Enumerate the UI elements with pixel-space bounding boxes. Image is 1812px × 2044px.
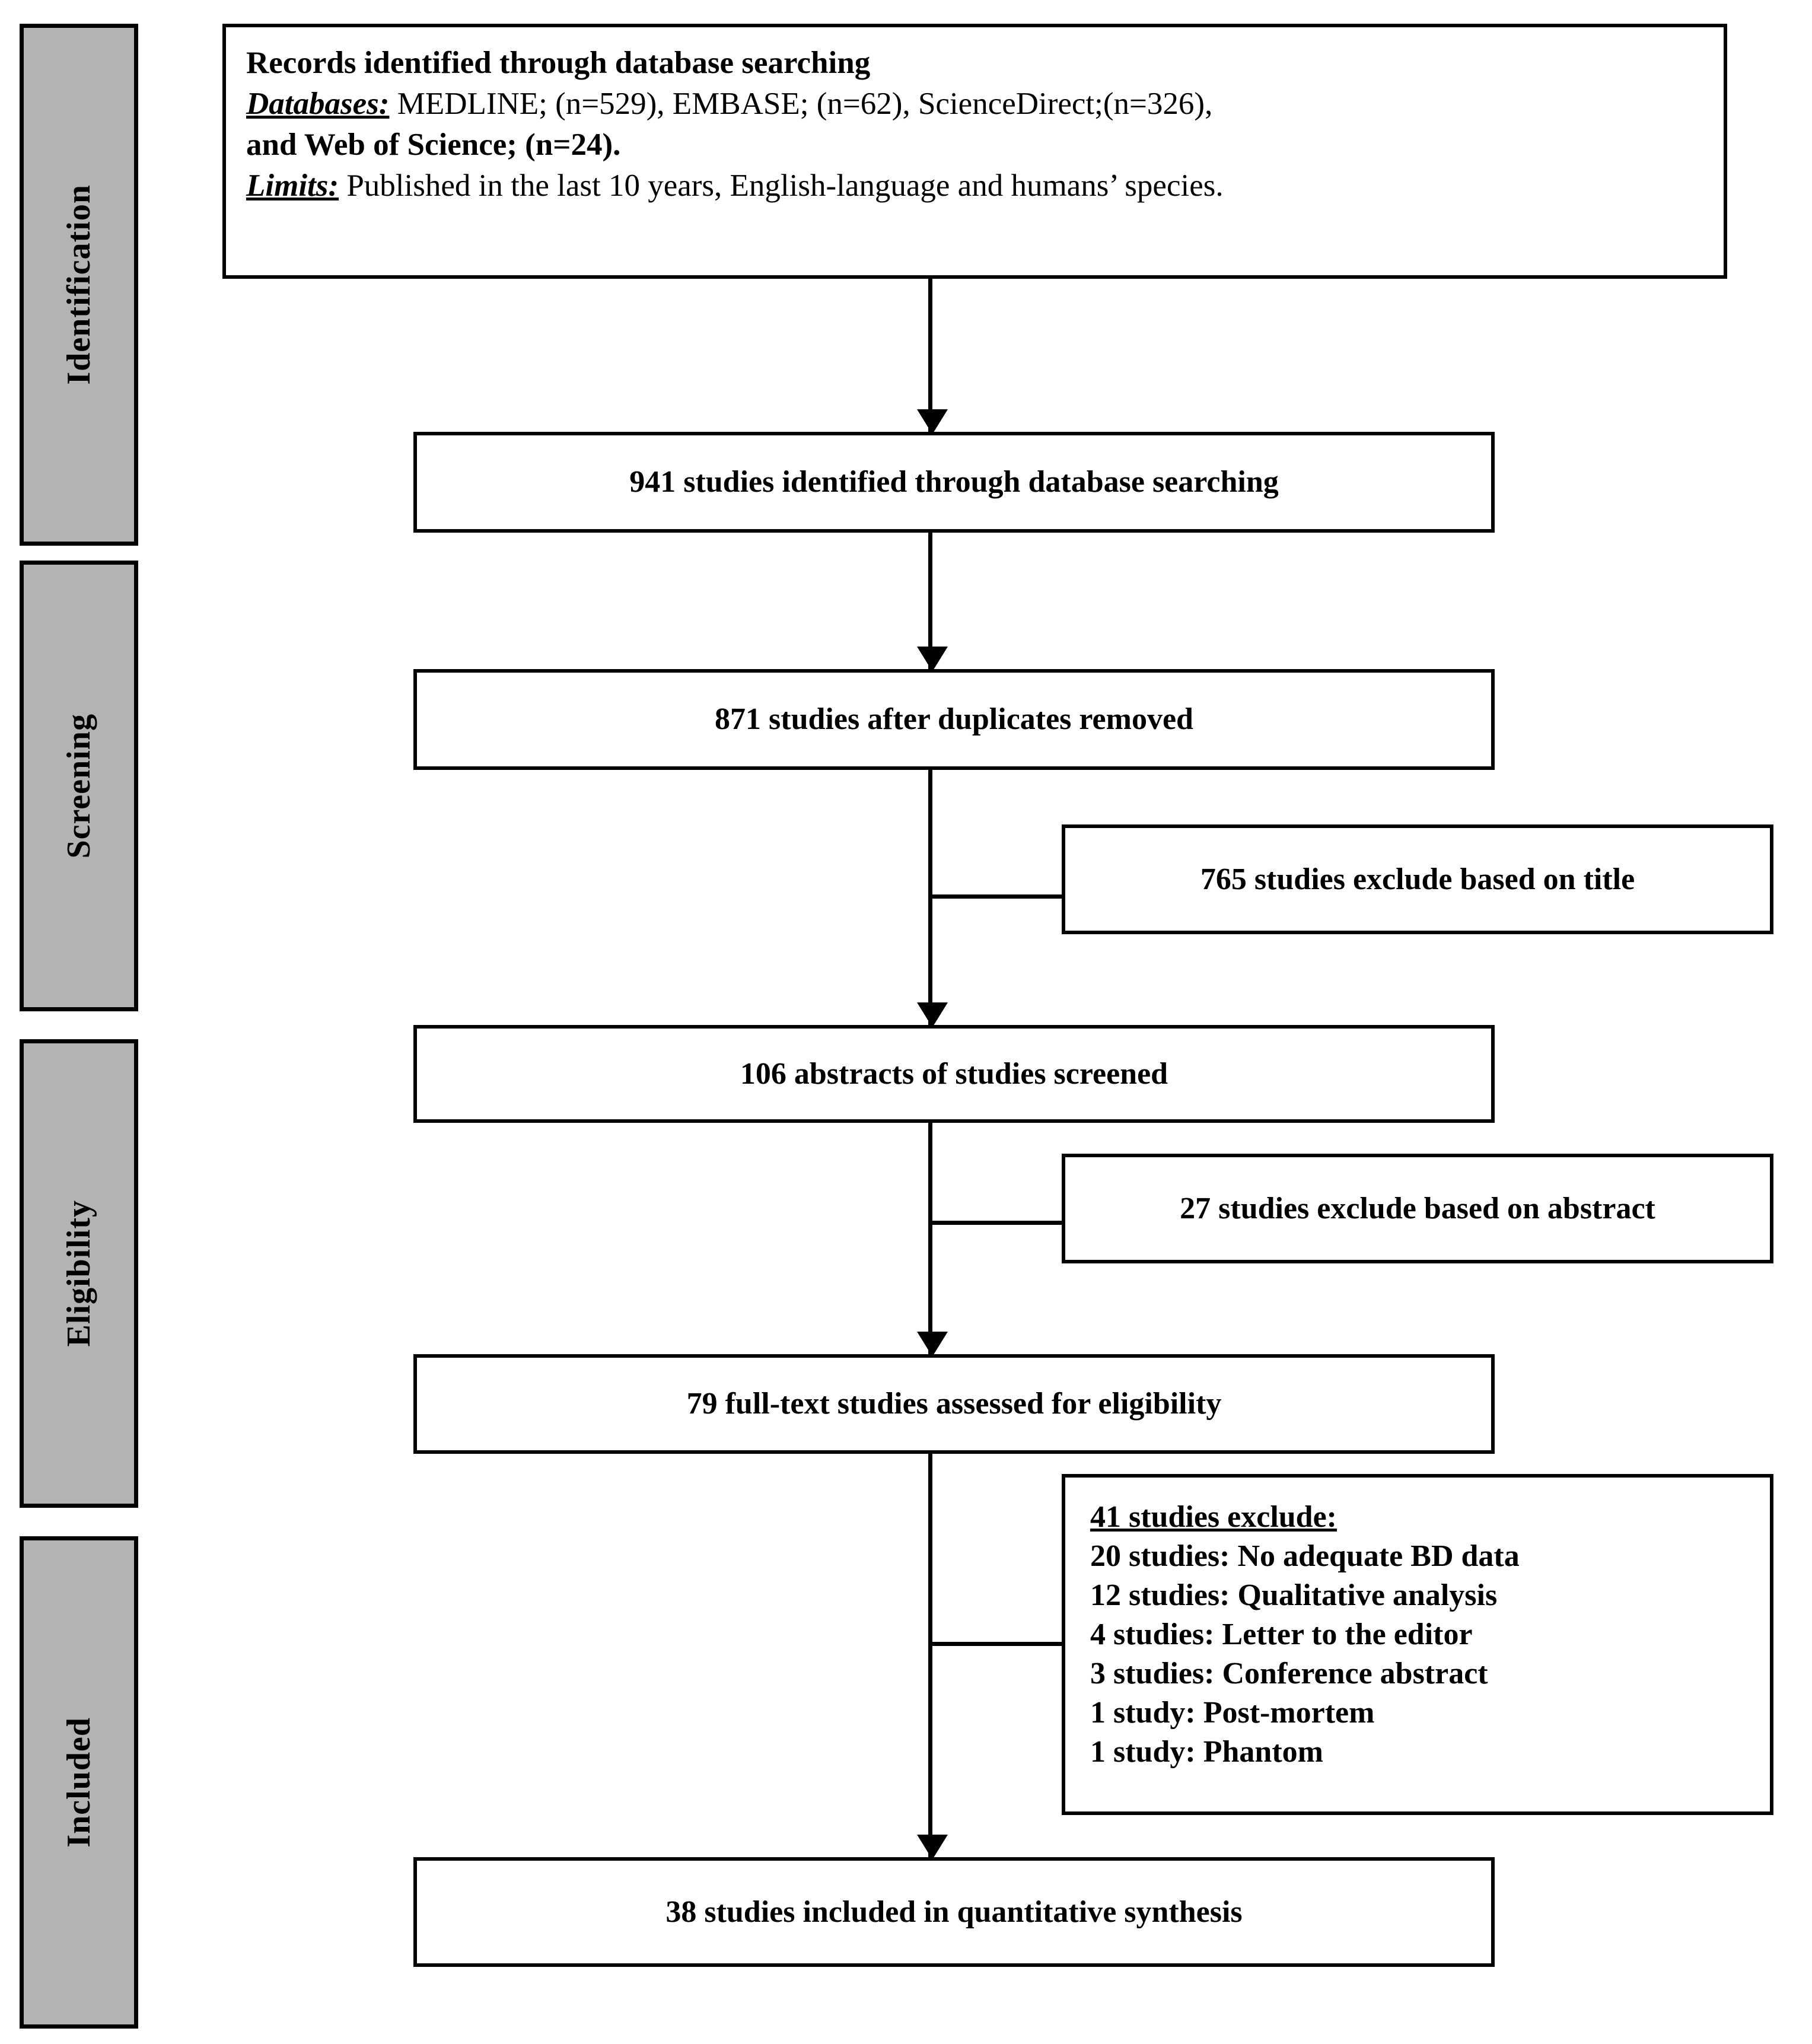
arrowhead-identified-to-deduped: [917, 647, 948, 671]
box-941-identified: 941 studies identified through database …: [413, 432, 1495, 533]
databases-label: Databases:: [246, 86, 390, 121]
stage-label-included: Included: [60, 1717, 97, 1848]
excl-list-header: 41 studies exclude:: [1090, 1498, 1764, 1537]
records-limits-line: Limits: Published in the last 10 years, …: [246, 165, 1703, 206]
connector-abstracts-to-excl-abstract: [928, 1221, 1074, 1225]
records-databases-line: Databases: MEDLINE; (n=529), EMBASE; (n=…: [246, 84, 1703, 125]
excl-reason-item: 1 study: Phantom: [1090, 1735, 1323, 1769]
connector-fulltext-to-excl-list: [928, 1642, 1074, 1646]
box-871-after-duplicates: 871 studies after duplicates removed: [413, 669, 1495, 770]
connector-deduped-to-excl-title: [928, 894, 1074, 899]
connector-identified-to-deduped: [928, 533, 932, 669]
box-excluded-by-abstract-label: 27 studies exclude based on abstract: [1180, 1191, 1655, 1225]
excl-reason-item: 4 studies: Letter to the editor: [1090, 1618, 1473, 1652]
box-79-fulltext-assessed: 79 full-text studies assessed for eligib…: [413, 1354, 1495, 1454]
stage-label-screening: Screening: [60, 713, 97, 859]
arrowhead-abstracts-to-fulltext: [917, 1332, 948, 1357]
box-941-identified-label: 941 studies identified through database …: [629, 465, 1279, 499]
connector-fulltext-down: [928, 1454, 932, 1857]
connector-records-to-identified: [928, 279, 932, 432]
stage-box-screening: Screening: [20, 561, 138, 1011]
box-79-fulltext-assessed-label: 79 full-text studies assessed for eligib…: [686, 1387, 1222, 1421]
box-excluded-by-abstract: 27 studies exclude based on abstract: [1062, 1154, 1773, 1263]
box-records-identified: Records identified through database sear…: [222, 24, 1727, 279]
box-38-included: 38 studies included in quantitative synt…: [413, 1857, 1495, 1967]
arrowhead-records-to-identified: [917, 409, 948, 434]
arrowhead-fulltext-to-included: [917, 1835, 948, 1860]
connector-abstracts-down: [928, 1123, 932, 1354]
box-871-after-duplicates-label: 871 studies after duplicates removed: [715, 702, 1193, 737]
excl-reason-item: 20 studies: No adequate BD data: [1090, 1539, 1520, 1574]
box-excluded-by-title: 765 studies exclude based on title: [1062, 824, 1773, 934]
box-excluded-by-title-label: 765 studies exclude based on title: [1200, 862, 1635, 896]
records-databases-cont: and Web of Science; (n=24).: [246, 127, 621, 162]
stage-box-eligibility: Eligibility: [20, 1039, 138, 1508]
box-106-abstracts-screened: 106 abstracts of studies screened: [413, 1025, 1495, 1123]
stage-label-eligibility: Eligibility: [60, 1200, 97, 1347]
excl-reason-item: 3 studies: Conference abstract: [1090, 1657, 1488, 1691]
stage-box-identification: Identification: [20, 24, 138, 546]
limits-value: Published in the last 10 years, English-…: [339, 168, 1224, 203]
excl-list-header-text: 41 studies exclude:: [1090, 1500, 1337, 1534]
limits-label: Limits:: [246, 168, 339, 203]
stage-label-identification: Identification: [60, 184, 97, 385]
records-heading: Records identified through database sear…: [246, 46, 871, 80]
box-excluded-fulltext-reasons: 41 studies exclude: 20 studies: No adequ…: [1062, 1474, 1773, 1815]
box-106-abstracts-screened-label: 106 abstracts of studies screened: [740, 1056, 1168, 1091]
databases-value: MEDLINE; (n=529), EMBASE; (n=62), Scienc…: [389, 86, 1213, 121]
stage-box-included: Included: [20, 1536, 138, 2029]
arrowhead-deduped-to-abstracts: [917, 1002, 948, 1027]
excl-reason-item: 1 study: Post-mortem: [1090, 1696, 1375, 1730]
box-38-included-label: 38 studies included in quantitative synt…: [665, 1895, 1243, 1929]
excl-reason-item: 12 studies: Qualitative analysis: [1090, 1578, 1498, 1613]
